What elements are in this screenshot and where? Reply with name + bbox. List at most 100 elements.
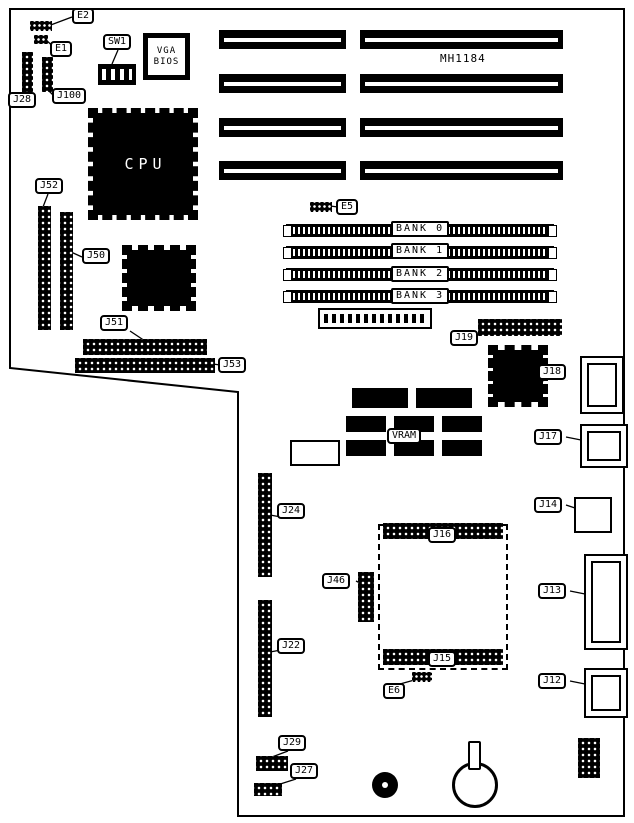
label-j14: J14 [534, 497, 563, 513]
vram-chip [442, 416, 482, 432]
vram-chip [442, 440, 482, 456]
leader-line [565, 436, 582, 441]
port-inner [587, 431, 621, 461]
pin-header-j46 [358, 572, 374, 622]
slot-groove [224, 125, 341, 130]
isa-slot-2-long [360, 74, 563, 93]
jumper-e6 [412, 672, 432, 682]
vram-chip [394, 440, 434, 456]
pin-header-j27 [254, 783, 282, 796]
pin-header-j22 [258, 600, 272, 717]
label-bank1: BANK 1 [391, 243, 450, 259]
slot-groove [224, 37, 341, 42]
label-e2: E2 [72, 8, 95, 24]
vram-chip [416, 388, 472, 408]
leader-line [569, 680, 586, 685]
vga-bios-chip: VGA BIOS [143, 33, 190, 80]
vram-chip [346, 440, 386, 456]
jumper-e2 [30, 21, 52, 31]
leader-line [569, 590, 586, 595]
label-j51: J51 [100, 315, 129, 331]
isa-slot-2-short [219, 74, 346, 93]
pin-header-j19 [478, 319, 562, 336]
label-e5: E5 [336, 199, 359, 215]
label-j12: J12 [538, 673, 567, 689]
label-e6: E6 [383, 683, 406, 699]
port-bottom-small [578, 738, 600, 778]
port-j14 [574, 497, 612, 533]
label-j18: J18 [538, 364, 567, 380]
pin-header-j52 [38, 206, 51, 330]
leader-line [565, 504, 576, 509]
label-bank3: BANK 3 [391, 288, 450, 304]
board-id-text: MH1184 [440, 52, 486, 65]
leader-line [111, 49, 119, 65]
cpu-chip: CPU [88, 108, 198, 220]
pin-header-j24 [258, 473, 272, 577]
label-j17: J17 [534, 429, 563, 445]
leader-line [42, 193, 49, 208]
pin-header-j100 [42, 57, 53, 92]
label-j52: J52 [35, 178, 64, 194]
label-sw1: SW1 [103, 34, 132, 50]
oscillator-box [290, 440, 340, 466]
isa-slot-3-short [219, 118, 346, 137]
cpu-chip-label: CPU [124, 155, 167, 173]
port-j17 [580, 424, 628, 468]
port-inner [591, 675, 621, 711]
isa-slot-1-long [360, 30, 563, 49]
label-j15: J15 [428, 651, 457, 667]
label-bank0: BANK 0 [391, 221, 450, 237]
vram-chip [346, 416, 386, 432]
slot-groove [365, 168, 558, 173]
port-video [580, 356, 624, 414]
leader-line [47, 16, 73, 27]
isa-slot-3-long [360, 118, 563, 137]
vram-chip [352, 388, 408, 408]
label-j24: J24 [277, 503, 306, 519]
pin-header-j53 [75, 358, 215, 373]
feature-connector-pins [324, 314, 426, 323]
label-e1: E1 [50, 41, 73, 57]
isa-slot-4-long [360, 161, 563, 180]
dip-switch-toggles [102, 69, 132, 80]
label-bank2: BANK 2 [391, 266, 450, 282]
slot-groove [365, 37, 558, 42]
slot-groove [224, 81, 341, 86]
slot-groove [365, 125, 558, 130]
label-j46: J46 [322, 573, 351, 589]
speaker [372, 772, 398, 798]
vga-bios-text-line1: VGA [156, 45, 177, 56]
label-j27: J27 [290, 763, 319, 779]
jumper-e1 [34, 35, 48, 44]
label-j16: J16 [428, 527, 457, 543]
slot-groove [365, 81, 558, 86]
port-j13 [584, 554, 628, 650]
isa-slot-4-short [219, 161, 346, 180]
pin-header-j29 [256, 756, 288, 771]
label-j28: J28 [8, 92, 37, 108]
upgrade-socket-outline [378, 524, 508, 670]
port-j12 [584, 668, 628, 718]
label-j53: J53 [218, 357, 247, 373]
pin-header-j50 [60, 212, 73, 330]
isa-slot-1-short [219, 30, 346, 49]
label-vram: VRAM [387, 428, 422, 444]
battery-post [468, 741, 481, 770]
dip-switch-sw1 [98, 64, 136, 85]
controller-chip [122, 245, 196, 311]
vga-bios-text-line2: BIOS [153, 56, 180, 67]
pin-header-j28 [22, 52, 33, 92]
feature-connector [318, 308, 432, 329]
label-j22: J22 [277, 638, 306, 654]
port-inner [587, 363, 617, 407]
slot-groove [224, 168, 341, 173]
label-j100: J100 [52, 88, 87, 104]
label-j19: J19 [450, 330, 479, 346]
label-j13: J13 [538, 583, 567, 599]
label-j29: J29 [278, 735, 307, 751]
port-inner [591, 561, 621, 643]
label-j50: J50 [82, 248, 111, 264]
jumper-e5 [310, 202, 332, 212]
